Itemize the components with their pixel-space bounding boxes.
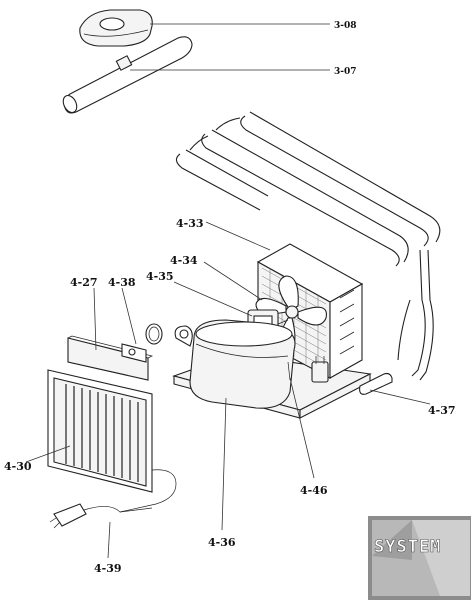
label-4-37: 4-37 xyxy=(428,404,456,417)
part-4-38-thermostat xyxy=(121,323,163,363)
condenser-coil xyxy=(175,111,441,381)
label-4-39: 4-39 xyxy=(94,562,122,575)
part-3-07-tube xyxy=(62,36,193,114)
label-3-08: 3-08 xyxy=(334,21,357,31)
label-4-35: 4-35 xyxy=(146,270,174,283)
label-4-30: 4-30 xyxy=(4,460,32,473)
label-4-38: 4-38 xyxy=(108,276,136,289)
label-4-46: 4-46 xyxy=(300,484,328,497)
part-4-27-panel xyxy=(67,335,154,381)
label-4-27: 4-27 xyxy=(70,276,98,289)
part-4-46-drier xyxy=(287,356,329,383)
label-4-36: 4-36 xyxy=(208,536,236,549)
logo-text: SYSTEM xyxy=(374,537,441,557)
label-4-33: 4-33 xyxy=(176,217,204,230)
part-4-37-capillary xyxy=(359,372,393,395)
part-4-30-grille xyxy=(47,369,177,513)
part-4-39-power-plug xyxy=(49,503,153,529)
label-4-34: 4-34 xyxy=(170,254,198,267)
part-4-36-compressor xyxy=(174,319,296,409)
part-3-08-holder xyxy=(79,9,153,47)
system-logo: SYSTEM xyxy=(368,516,471,600)
label-3-07: 3-07 xyxy=(334,67,357,77)
